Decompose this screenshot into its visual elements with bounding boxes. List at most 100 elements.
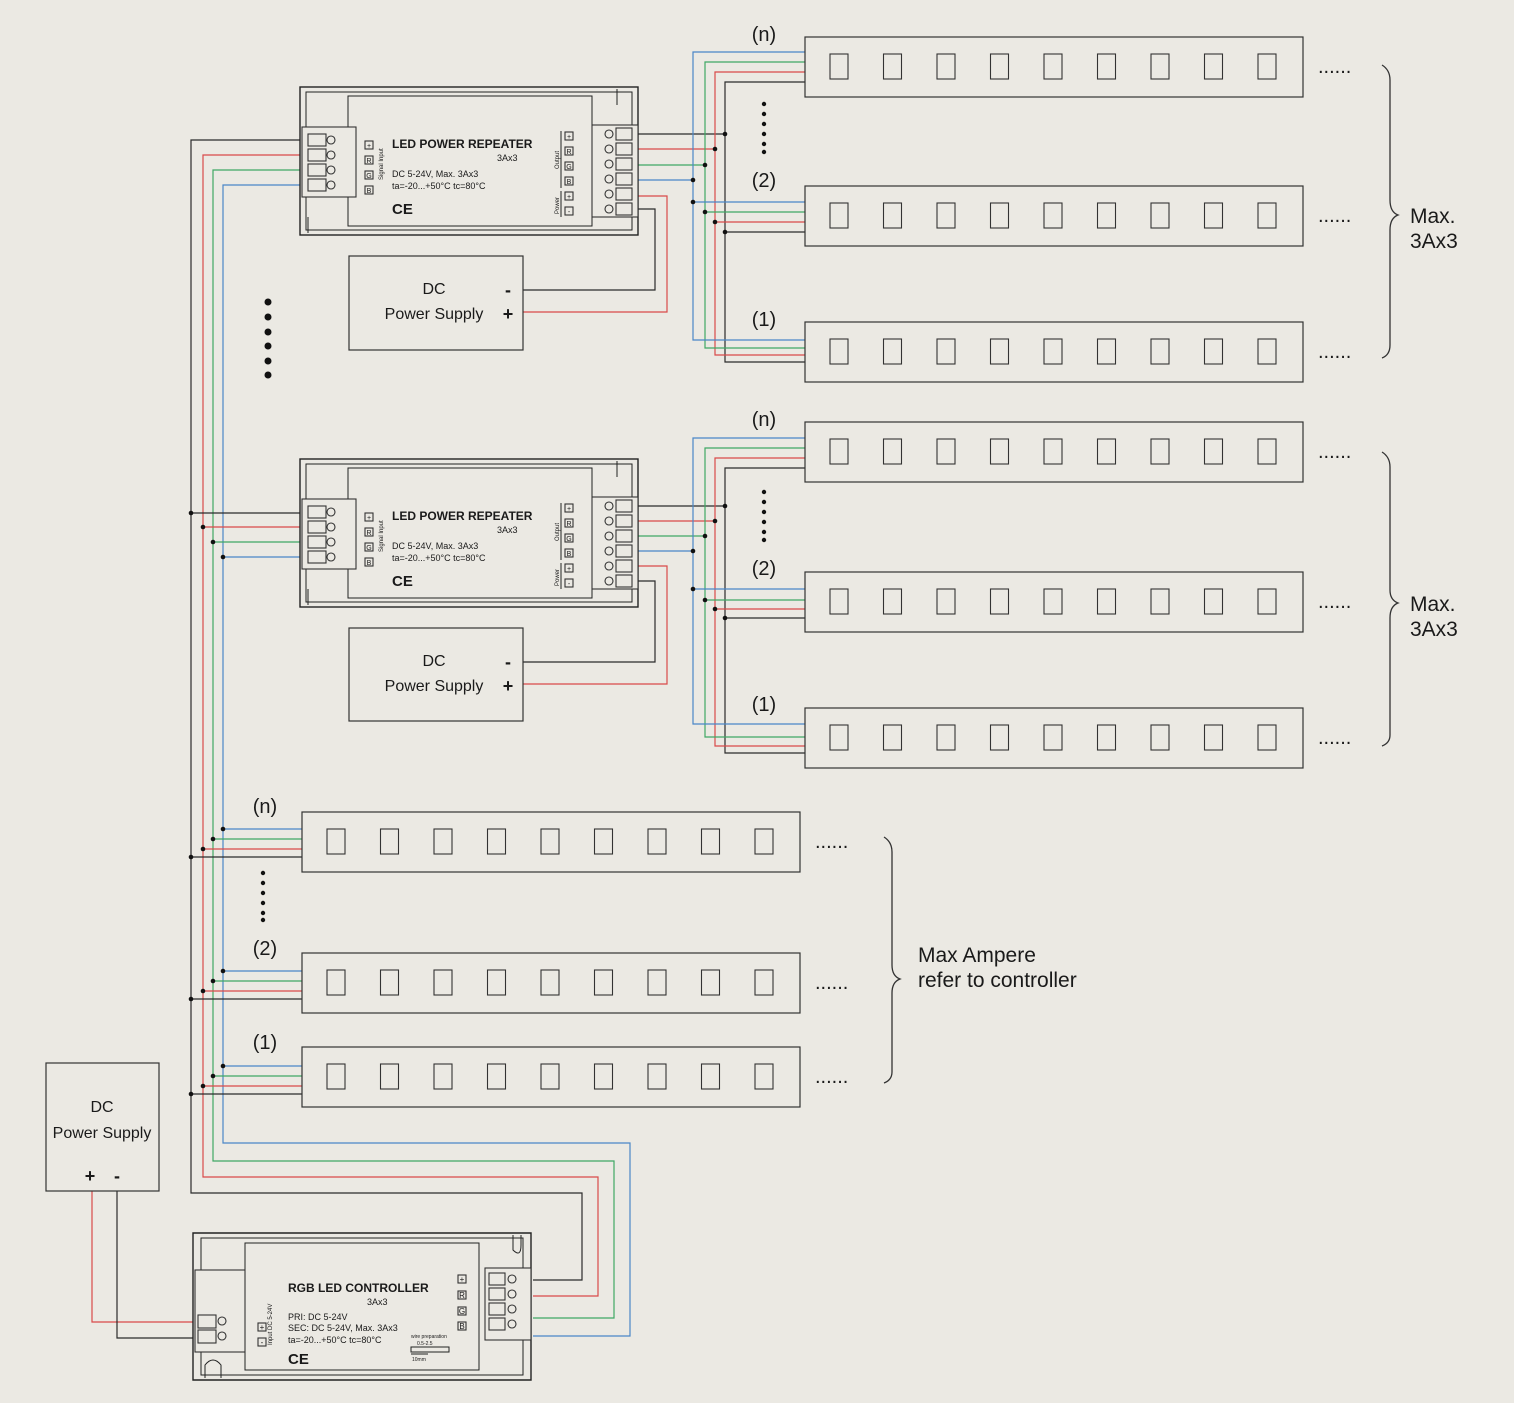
terminal-label: - (568, 581, 571, 588)
controller-sec: SEC: DC 5-24V, Max. 3Ax3 (288, 1323, 398, 1333)
terminal-label: B (367, 188, 372, 195)
junction-dot (188, 1091, 194, 1097)
led-chip (700, 828, 721, 855)
controller-title: RGB LED CONTROLLER (288, 1281, 429, 1295)
led-chip (882, 588, 903, 615)
led-chip (1096, 438, 1117, 465)
input-label: Input DC 5-24V (268, 1304, 274, 1345)
junction-dot (712, 219, 718, 225)
bus-wire-blue (222, 184, 631, 1337)
strip-continuation: ...... (1318, 727, 1351, 749)
led-chip (433, 1063, 453, 1090)
led-strip: ...... (301, 811, 848, 873)
strip-label-2: (2) (253, 938, 277, 960)
terminal-label: R (566, 521, 571, 528)
led-chip (1257, 202, 1277, 229)
led-chip (379, 828, 400, 855)
terminal-label: + (567, 566, 571, 573)
terminal-label: B (567, 179, 572, 186)
led-chip (1203, 438, 1224, 465)
led-chip (540, 828, 560, 855)
repeater-title: LED POWER REPEATER (392, 137, 533, 151)
led-chip (936, 438, 956, 465)
power-supply-line2: Power Supply (385, 678, 484, 695)
repeater-spec: DC 5-24V, Max. 3Ax3 (392, 541, 478, 551)
strip-label-2: (2) (752, 558, 776, 580)
junction-dot (188, 510, 194, 516)
led-chip (989, 588, 1010, 615)
junction-dot (210, 539, 216, 545)
terminal-label: R (366, 158, 371, 165)
junction-dot (690, 548, 696, 554)
junction-dot (200, 988, 206, 994)
terminal-label: + (367, 515, 371, 522)
junction-dot (690, 177, 696, 183)
led-strip: ...... (804, 36, 1351, 98)
output-label: Output (555, 151, 561, 169)
bus-wire-black (190, 139, 583, 1281)
led-chip (1150, 338, 1170, 365)
terminal-label: B (367, 560, 372, 567)
led-chip (1257, 338, 1277, 365)
terminal-label: R (366, 530, 371, 537)
strip-label-1: (1) (752, 309, 776, 331)
led-chip (700, 969, 721, 996)
repeater-temp: ta=-20...+50°C tc=80°C (392, 181, 486, 191)
junction-dot (712, 518, 718, 524)
junction-dot (210, 1073, 216, 1079)
led-chip (1203, 588, 1224, 615)
junction-dot (210, 836, 216, 842)
led-chip (989, 202, 1010, 229)
wire-length-label: 10mm (412, 1357, 426, 1363)
led-chip (486, 969, 507, 996)
output-label: Output (555, 523, 561, 541)
junction-dot (220, 1063, 226, 1069)
led-chip (1096, 53, 1117, 80)
led-strip: ...... (804, 707, 1351, 769)
terminal-label: + (567, 194, 571, 201)
plus-label: + (85, 1166, 96, 1186)
minus-label: - (505, 280, 511, 300)
led-chip (647, 1063, 667, 1090)
wire-size-label: 0.5-2.5 (417, 1341, 433, 1347)
led-chip (829, 338, 849, 365)
led-chip (882, 724, 903, 751)
led-chip (829, 588, 849, 615)
led-strip: ...... (804, 185, 1351, 247)
led-chip (1096, 724, 1117, 751)
junction-dot (702, 209, 708, 215)
strip-continuation: ...... (1318, 341, 1351, 363)
led-chip (1043, 338, 1063, 365)
led-strip: ...... (804, 421, 1351, 483)
junction-dots (188, 131, 728, 1097)
terminal-label: + (260, 1323, 265, 1332)
strip-label-n: (n) (752, 24, 776, 46)
led-chip (1257, 438, 1277, 465)
bus-wire-green (212, 169, 615, 1319)
led-chip (1257, 588, 1277, 615)
terminal-label: + (567, 134, 571, 141)
repeater-rating: 3Ax3 (497, 525, 518, 535)
led-chip (433, 828, 453, 855)
max-ampere-label: Max Ampere (918, 944, 1036, 967)
led-chip (647, 828, 667, 855)
controller-pri: PRI: DC 5-24V (288, 1312, 348, 1322)
led-chip (882, 202, 903, 229)
led-strip: ...... (301, 952, 848, 1014)
led-chip (1150, 53, 1170, 80)
strip-continuation: ...... (1318, 591, 1351, 613)
junction-dot (200, 846, 206, 852)
led-chip (1043, 588, 1063, 615)
power-supply-top: DC Power Supply - + (348, 255, 524, 351)
led-chip (540, 1063, 560, 1090)
minus-label: - (505, 652, 511, 672)
led-chip (540, 969, 560, 996)
led-chip (486, 1063, 507, 1090)
strip-continuation: ...... (1318, 441, 1351, 463)
power-supply-bottom: DC Power Supply + - (45, 1062, 160, 1192)
led-chip (1203, 724, 1224, 751)
wire-prep-label: wire preparation (411, 1334, 447, 1340)
led-chip (936, 202, 956, 229)
